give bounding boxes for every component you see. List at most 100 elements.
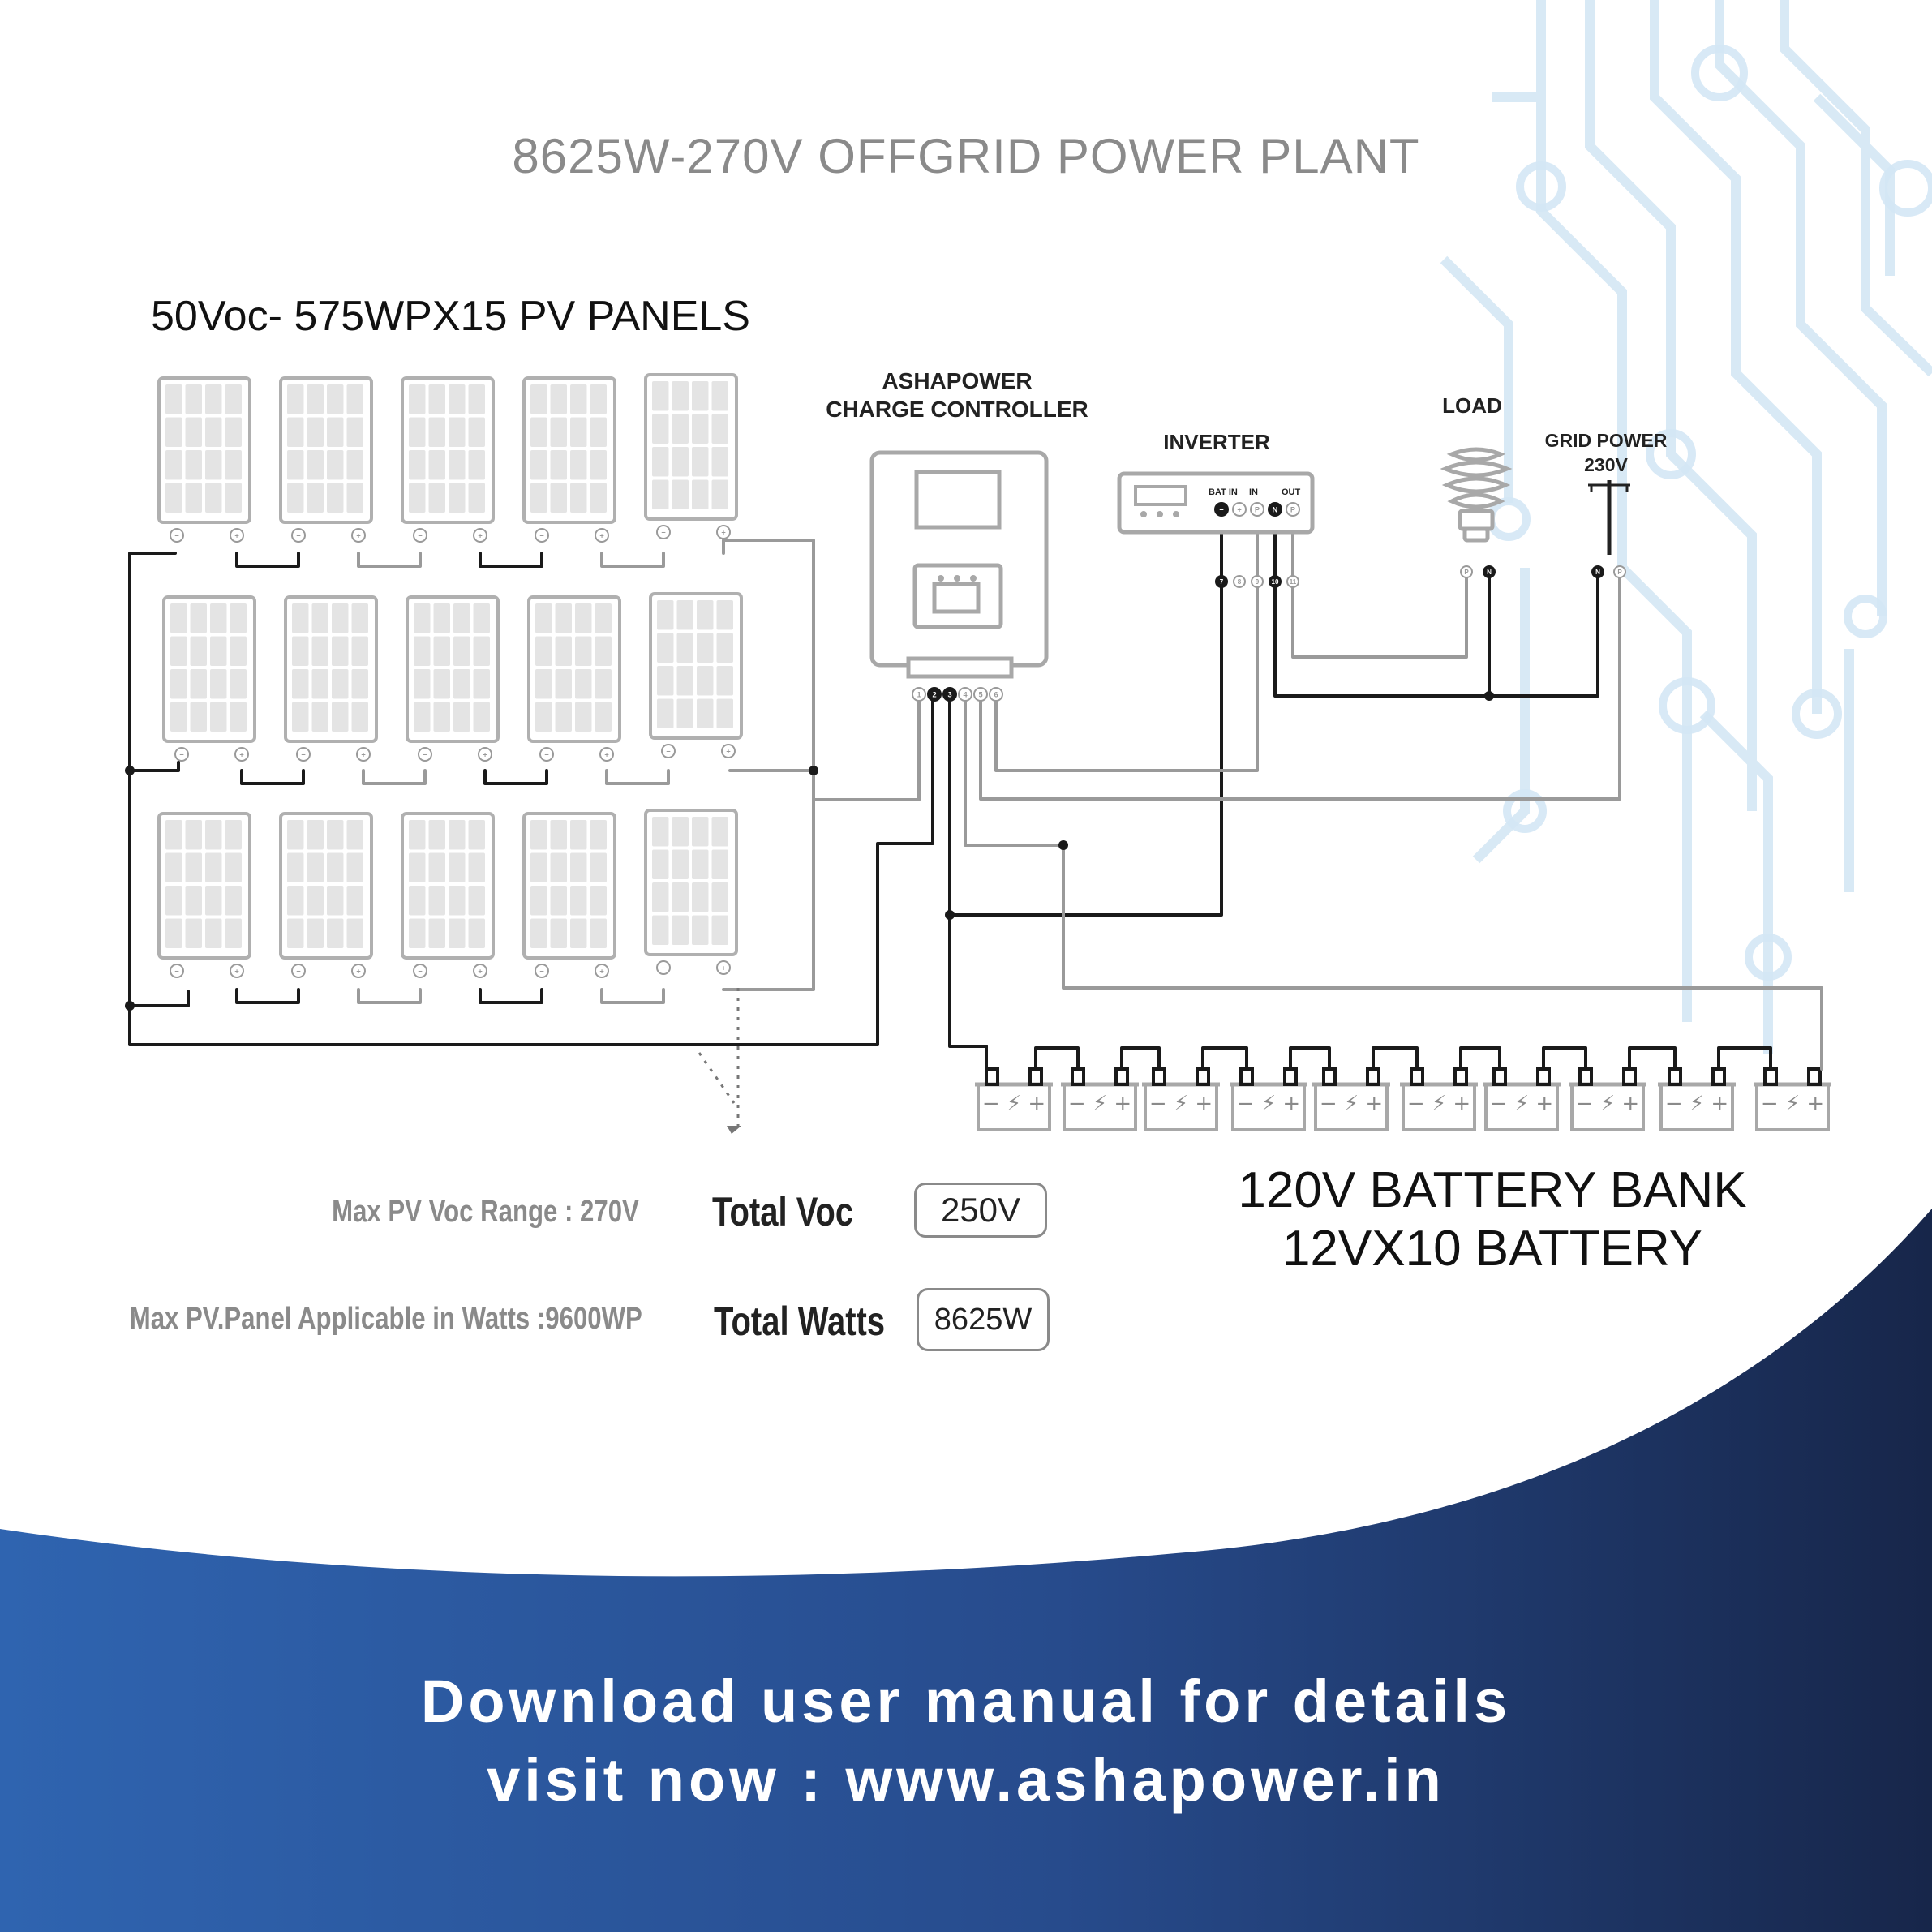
- battery-icon: − ⚡ +: [975, 1067, 1053, 1131]
- battery-jumper-wire: [1459, 1046, 1501, 1071]
- svg-text:−: −: [1219, 505, 1223, 513]
- solar-panel-icon: −+: [279, 376, 373, 543]
- svg-text:+: +: [721, 964, 725, 972]
- cc-to-inverter-in-wire: [994, 514, 1259, 772]
- solar-panel-icon: −+: [157, 376, 251, 543]
- battery-icon: − ⚡ +: [1312, 1067, 1390, 1131]
- battery-jumper-wire: [1120, 1046, 1161, 1071]
- circuit-nodes: [1487, 45, 1932, 981]
- solar-panel-icon: −+: [284, 595, 378, 762]
- wire-junction: [945, 910, 955, 920]
- svg-text:+: +: [599, 967, 603, 975]
- solar-panel-icon: −+: [522, 812, 616, 978]
- svg-text:− ⚡ +: − ⚡ +: [1761, 1092, 1824, 1116]
- inverter-bottom-terminal-7: 7: [1215, 575, 1228, 588]
- battery-jumper-wire: [1628, 1046, 1677, 1071]
- battery-icon: − ⚡ +: [1400, 1067, 1478, 1131]
- svg-text:−: −: [179, 750, 183, 758]
- svg-text:− ⚡ +: − ⚡ +: [1149, 1092, 1213, 1116]
- panel-negative-terminal: −: [413, 964, 427, 978]
- charge-controller: [869, 450, 1049, 679]
- panel-positive-terminal: +: [351, 528, 366, 543]
- panel-negative-terminal: −: [535, 964, 549, 978]
- series-link-wire: [357, 988, 422, 1004]
- footer-wave: [0, 1209, 1932, 1932]
- svg-text:+: +: [726, 747, 730, 755]
- inverter-bottom-terminal-10: 10: [1269, 575, 1282, 588]
- series-link-wire: [235, 988, 300, 1004]
- svg-text:− ⚡ +: − ⚡ +: [1407, 1092, 1470, 1116]
- panel-positive-terminal: +: [595, 964, 609, 978]
- solar-panel-icon: −+: [527, 595, 621, 762]
- svg-text:− ⚡ +: − ⚡ +: [1490, 1092, 1553, 1116]
- battery-jumper-wire: [1542, 1046, 1587, 1071]
- panel-negative-terminal: −: [296, 747, 311, 762]
- svg-text:1: 1: [917, 690, 921, 698]
- svg-text:8: 8: [1238, 578, 1242, 586]
- cc-terminal-3: 3: [942, 687, 957, 702]
- dotted-connector: [698, 988, 740, 1127]
- panel-negative-terminal: −: [661, 744, 676, 758]
- svg-text:+: +: [478, 967, 482, 975]
- wiring: [125, 514, 1823, 1071]
- inverter-top-terminal: P: [1250, 502, 1264, 517]
- panel-negative-terminal: −: [174, 747, 189, 762]
- load-label: LOAD: [1442, 393, 1502, 418]
- svg-text:−: −: [661, 528, 665, 536]
- svg-text:− ⚡ +: − ⚡ +: [1068, 1092, 1131, 1116]
- pv-row-link-wire: [128, 761, 180, 772]
- svg-text:−: −: [661, 964, 665, 972]
- svg-text:+: +: [234, 967, 238, 975]
- solar-panel-icon: −+: [157, 812, 251, 978]
- cc-terminal-1: 1: [912, 687, 926, 702]
- svg-text:−: −: [539, 531, 543, 539]
- total-watts-label: Total Watts: [714, 1299, 886, 1344]
- panel-negative-terminal: −: [291, 528, 306, 543]
- svg-text:+: +: [599, 531, 603, 539]
- svg-text:− ⚡ +: − ⚡ +: [1320, 1092, 1383, 1116]
- series-link-wire: [235, 552, 300, 568]
- battery-negative-wire: [948, 699, 988, 1071]
- solar-panel-icon: −+: [649, 592, 743, 758]
- svg-text:−: −: [296, 967, 300, 975]
- panel-positive-terminal: +: [721, 744, 736, 758]
- battery-jumper-wire: [1372, 1046, 1419, 1071]
- svg-text:−: −: [544, 750, 548, 758]
- svg-text:N: N: [1273, 505, 1278, 513]
- panel-positive-terminal: +: [595, 528, 609, 543]
- cta-website-link[interactable]: visit now : www.ashapower.in: [487, 1746, 1445, 1814]
- page-title: 8625W-270V OFFGRID POWER PLANT: [512, 129, 1420, 183]
- battery-jumper-wire: [1289, 1046, 1331, 1071]
- solar-panel-icon: −+: [644, 809, 738, 975]
- panel-positive-terminal: +: [473, 528, 487, 543]
- solar-panel-icon: −+: [401, 812, 495, 978]
- series-link-wire: [240, 769, 305, 785]
- panel-negative-terminal: −: [656, 960, 671, 975]
- battery-bank-title: 120V BATTERY BANK 12VX10 BATTERY: [1225, 1161, 1760, 1278]
- cfl-bulb-icon: [1440, 447, 1513, 543]
- svg-text:−: −: [174, 967, 178, 975]
- svg-text:−: −: [418, 531, 422, 539]
- series-link-wire: [479, 552, 543, 568]
- svg-text:3: 3: [947, 690, 951, 698]
- pv-row-link-wire: [128, 990, 190, 1007]
- svg-text:2: 2: [932, 690, 936, 698]
- svg-text:+: +: [361, 750, 365, 758]
- svg-text:+: +: [483, 750, 487, 758]
- svg-text:− ⚡ +: − ⚡ +: [982, 1092, 1045, 1116]
- charge-controller-brand: ASHAPOWER: [882, 368, 1033, 393]
- total-voc-label: Total Voc: [712, 1189, 854, 1234]
- series-link-wire: [362, 769, 427, 785]
- pv-panel-array: −+−+−+−+−+−+−+−+−+−+−+−+−+−+−+: [157, 373, 743, 978]
- panel-positive-terminal: +: [716, 525, 731, 539]
- pv-negative-wire: [128, 552, 934, 1046]
- svg-text:−: −: [666, 747, 670, 755]
- grid-power-label: GRID POWER 230V: [1525, 428, 1687, 477]
- pv-array-heading: 50Voc- 575WPX15 PV PANELS: [151, 293, 750, 340]
- svg-text:−: −: [174, 531, 178, 539]
- wire-junction: [809, 766, 818, 775]
